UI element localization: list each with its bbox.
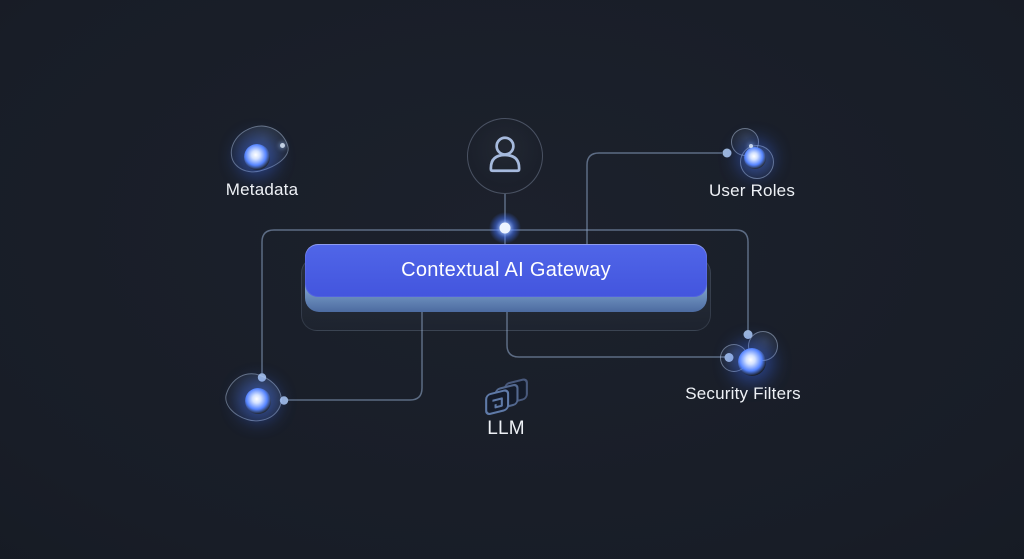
user-roles-label: User Roles [708,181,796,200]
user-node [467,118,543,194]
llm-label: LLM [487,418,525,439]
metadata-label: Metadata [225,180,299,199]
user-roles-line [586,152,722,246]
data-source-node [220,366,294,428]
security-filters-label: Security Filters [685,384,801,403]
llm-left-line [288,305,423,401]
metadata-node: Metadata [196,119,328,200]
stacked-layers-icon [482,370,530,423]
security-filters-node: Security Filters [670,330,816,410]
person-icon [482,131,528,182]
llm-node: LLM [458,370,554,442]
gateway-label: Contextual AI Gateway [401,259,611,281]
user-roles-node: User Roles [688,120,816,200]
gateway-box: Contextual AI Gateway [305,244,707,297]
security-line [506,305,725,358]
glow-junction-dot [489,212,521,244]
